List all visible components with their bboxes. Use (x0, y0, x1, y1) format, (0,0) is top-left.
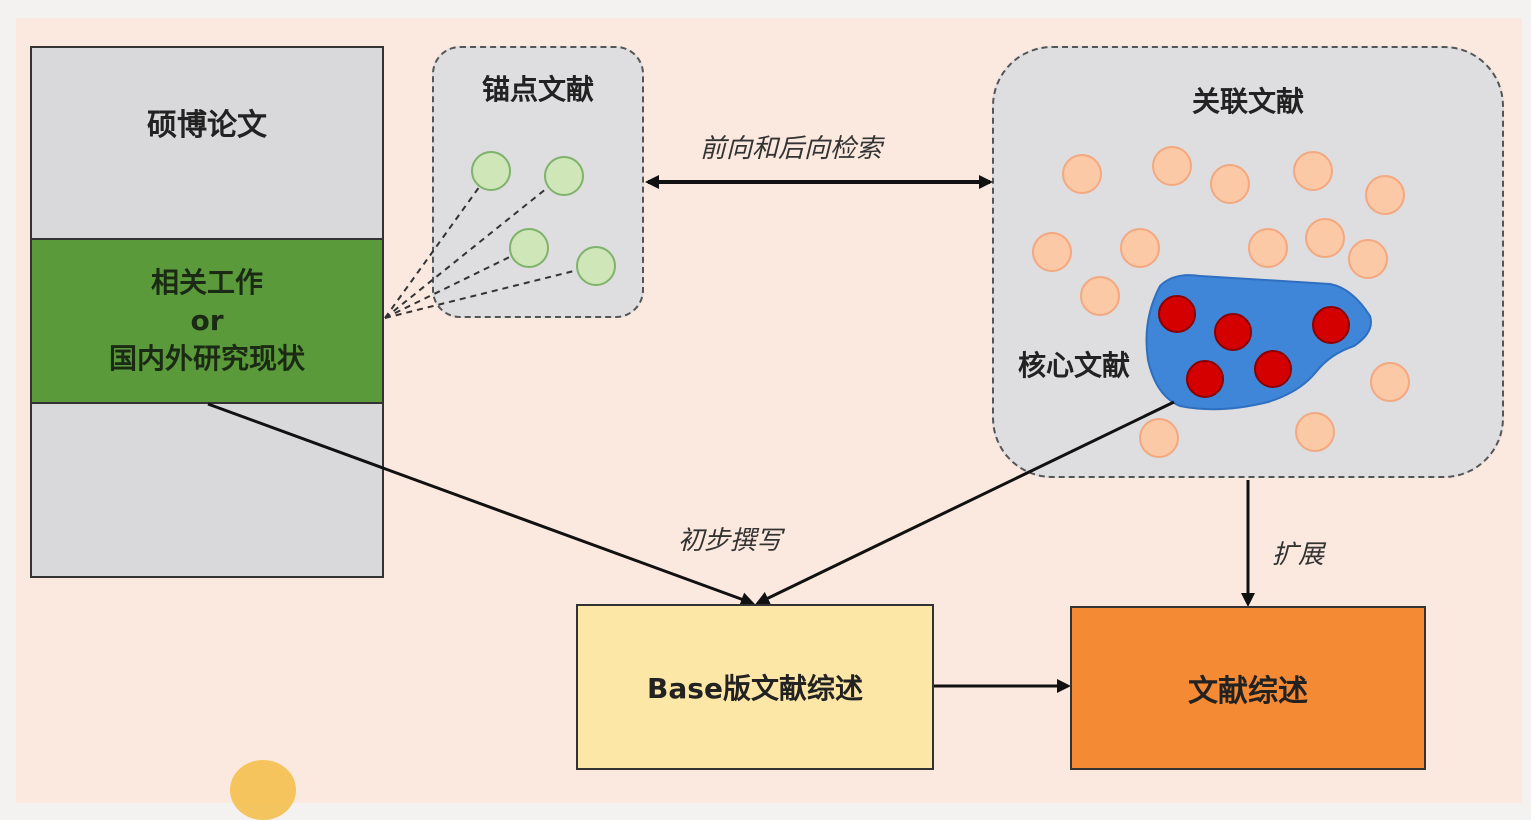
core-node (1214, 313, 1252, 351)
associated-node (1293, 151, 1333, 191)
anchor-node (471, 151, 511, 191)
associated-node (1080, 276, 1120, 316)
associated-node (1248, 228, 1288, 268)
core-node (1158, 295, 1196, 333)
anchor-node (544, 156, 584, 196)
core-node (1312, 306, 1350, 344)
related-to-base-arrow (207, 402, 755, 606)
thesis-title: 硕博论文 (147, 108, 267, 143)
associated-node (1139, 418, 1179, 458)
anchor-link-3 (384, 247, 529, 319)
anchor-link-4 (384, 265, 595, 319)
associated-node (1120, 228, 1160, 268)
related-work-line1: 相关工作 (150, 266, 263, 299)
anchor-dashed-links (384, 171, 595, 319)
core-node (1186, 360, 1224, 398)
associated-node (1370, 362, 1410, 402)
associated-literature-title: 关联文献 (1191, 85, 1304, 118)
associated-node (1348, 239, 1388, 279)
associated-node (1062, 154, 1102, 194)
core-to-base-arrow (755, 400, 1175, 605)
related-work-line2: or (190, 304, 224, 337)
associated-node (1210, 164, 1250, 204)
expand-label: 扩展 (1272, 540, 1325, 570)
associated-node (1295, 412, 1335, 452)
associated-node (1365, 175, 1405, 215)
associated-node (1305, 218, 1345, 258)
core-literature-label: 核心文献 (1018, 349, 1131, 382)
anchor-link-1 (384, 171, 491, 319)
literature-review-box: 文献综述 (1070, 606, 1426, 770)
anchor-node (576, 246, 616, 286)
base-review-box: Base版文献综述 (576, 604, 934, 770)
associated-node (1032, 232, 1072, 272)
core-node (1254, 350, 1292, 388)
related-work-line3: 国内外研究现状 (108, 342, 305, 375)
associated-node (1152, 146, 1192, 186)
related-work-box: 相关工作 or 国内外研究现状 (30, 238, 384, 404)
cursor-highlight (230, 760, 296, 820)
anchor-link-2 (384, 175, 563, 319)
forward-backward-label: 前向和后向检索 (700, 134, 883, 164)
anchor-node (509, 228, 549, 268)
anchor-literature-title: 锚点文献 (481, 73, 594, 106)
preliminary-writing-label: 初步撰写 (678, 526, 783, 556)
